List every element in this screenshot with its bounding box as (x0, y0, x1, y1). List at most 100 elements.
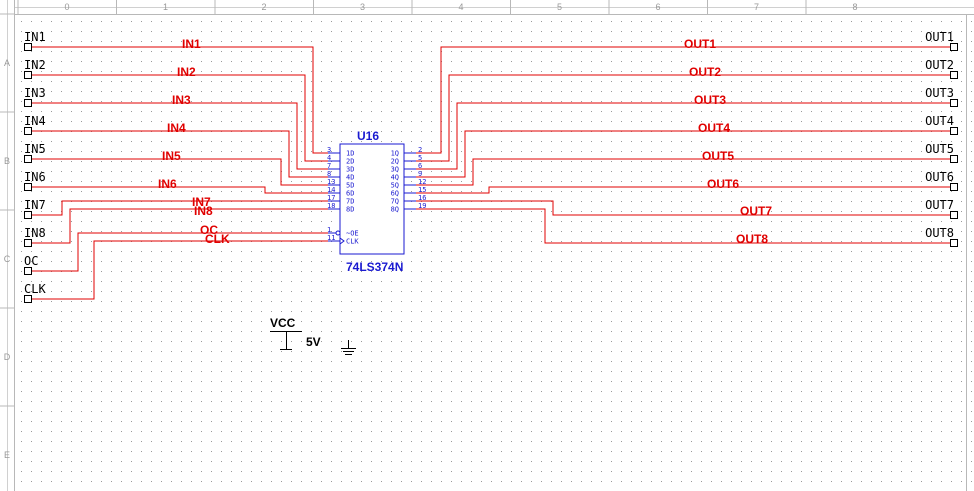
port-label: OUT1 (925, 30, 954, 44)
grid-dots (18, 16, 974, 491)
port-connector-icon (24, 155, 32, 163)
chip-pin-name: CLK (346, 238, 359, 246)
chip-pin-number: 12 (418, 178, 426, 186)
wire-in4 (32, 130, 328, 178)
chip-pin-number: 15 (418, 186, 426, 194)
chip-pin-name: 2Q (391, 158, 399, 166)
vcc-label: VCC (270, 316, 296, 330)
port-label: OUT8 (925, 226, 954, 240)
wire-in8 (32, 208, 328, 244)
wire-out1 (416, 46, 950, 154)
vcc-value: 5V (306, 335, 321, 349)
chip-pin-name: 5D (346, 182, 354, 190)
net-label-in5: IN5 (162, 149, 181, 163)
ruler-row-label: A (4, 58, 10, 68)
input-port-in7[interactable]: IN7 (24, 198, 46, 219)
port-connector-icon (950, 71, 958, 79)
output-port-out4[interactable]: OUT4 (925, 114, 958, 135)
port-label: IN4 (24, 114, 46, 128)
input-port-in4[interactable]: IN4 (24, 114, 46, 135)
net-label-out7: OUT7 (740, 204, 772, 218)
chip-pin-name: 6Q (391, 190, 399, 198)
port-label: OUT7 (925, 198, 954, 212)
net-label-in6: IN6 (158, 177, 177, 191)
port-connector-icon (950, 183, 958, 191)
port-label: OUT6 (925, 170, 954, 184)
input-port-in1[interactable]: IN1 (24, 30, 46, 51)
clock-triangle-icon (339, 237, 345, 245)
chip-pin-number: 17 (327, 194, 335, 202)
chip-pin-name: 4Q (391, 174, 399, 182)
port-connector-icon (24, 127, 32, 135)
chip-pin-number: 19 (418, 202, 426, 210)
ruler-row-label: D (4, 352, 11, 362)
output-port-out2[interactable]: OUT2 (925, 58, 958, 79)
output-port-out3[interactable]: OUT3 (925, 86, 958, 107)
ruler-column-label: 3 (360, 2, 365, 12)
port-connector-icon (950, 99, 958, 107)
net-label-in8: IN8 (194, 204, 213, 218)
net-label-oc: OC (200, 223, 218, 237)
ruler-row-label: B (4, 156, 10, 166)
output-port-out6[interactable]: OUT6 (925, 170, 958, 191)
output-port-out7[interactable]: OUT7 (925, 198, 958, 219)
wire-in2 (32, 74, 328, 162)
wire-in7 (32, 200, 328, 216)
chip-pin-number: 13 (327, 178, 335, 186)
input-port-clk[interactable]: CLK (24, 282, 46, 303)
port-connector-icon (950, 127, 958, 135)
ground-icon[interactable] (341, 340, 356, 355)
chip-pin-number: 9 (418, 170, 422, 178)
port-label: OUT3 (925, 86, 954, 100)
input-port-in2[interactable]: IN2 (24, 58, 46, 79)
port-label: OUT5 (925, 142, 954, 156)
net-label-out4: OUT4 (698, 121, 730, 135)
output-port-out8[interactable]: OUT8 (925, 226, 958, 247)
wire-in1 (32, 46, 328, 154)
ruler-column-label: 0 (64, 2, 69, 12)
chip-pin-name: 6D (346, 190, 354, 198)
ruler-column-label: 6 (655, 2, 660, 12)
net-label-out8: OUT8 (736, 232, 768, 246)
output-port-out1[interactable]: OUT1 (925, 30, 958, 51)
input-port-in6[interactable]: IN6 (24, 170, 46, 191)
port-connector-icon (24, 295, 32, 303)
chip-pin-number: 2 (418, 146, 422, 154)
port-connector-icon (24, 239, 32, 247)
ruler-column-label: 5 (557, 2, 562, 12)
input-port-in5[interactable]: IN5 (24, 142, 46, 163)
port-connector-icon (24, 71, 32, 79)
chip-pin-number: 11 (327, 234, 335, 242)
chip-pin-name: 8D (346, 206, 354, 214)
wire-oc (32, 232, 328, 272)
wire-in6 (32, 186, 328, 194)
chip-value: 74LS374N (346, 260, 403, 274)
port-label: IN1 (24, 30, 46, 44)
chip-pin-number: 7 (327, 162, 331, 170)
port-connector-icon (24, 43, 32, 51)
input-port-in8[interactable]: IN8 (24, 226, 46, 247)
chip-pin-name: 1Q (391, 150, 399, 158)
chip-pin-name: ~OE (346, 230, 359, 238)
chip-pin-name: 3D (346, 166, 354, 174)
wire-out8 (416, 208, 950, 244)
chip-pin-name: 4D (346, 174, 354, 182)
output-port-out5[interactable]: OUT5 (925, 142, 958, 163)
port-label: IN6 (24, 170, 46, 184)
input-port-in3[interactable]: IN3 (24, 86, 46, 107)
input-port-oc[interactable]: OC (24, 254, 38, 275)
vcc-source[interactable]: VCC 5V (270, 316, 321, 350)
net-labels: IN1IN2IN3IN4IN5IN6IN7IN8OCCLKOUT1OUT2OUT… (158, 37, 772, 246)
chip-pin-name: 8Q (391, 206, 399, 214)
chip-pin-number: 3 (327, 146, 331, 154)
port-label: CLK (24, 282, 46, 296)
port-connector-icon (24, 211, 32, 219)
port-label: OUT4 (925, 114, 954, 128)
chip-pin-number: 8 (327, 170, 331, 178)
inversion-bubble-icon (335, 230, 341, 236)
net-label-in1: IN1 (182, 37, 201, 51)
ruler-column-label: 2 (261, 2, 266, 12)
